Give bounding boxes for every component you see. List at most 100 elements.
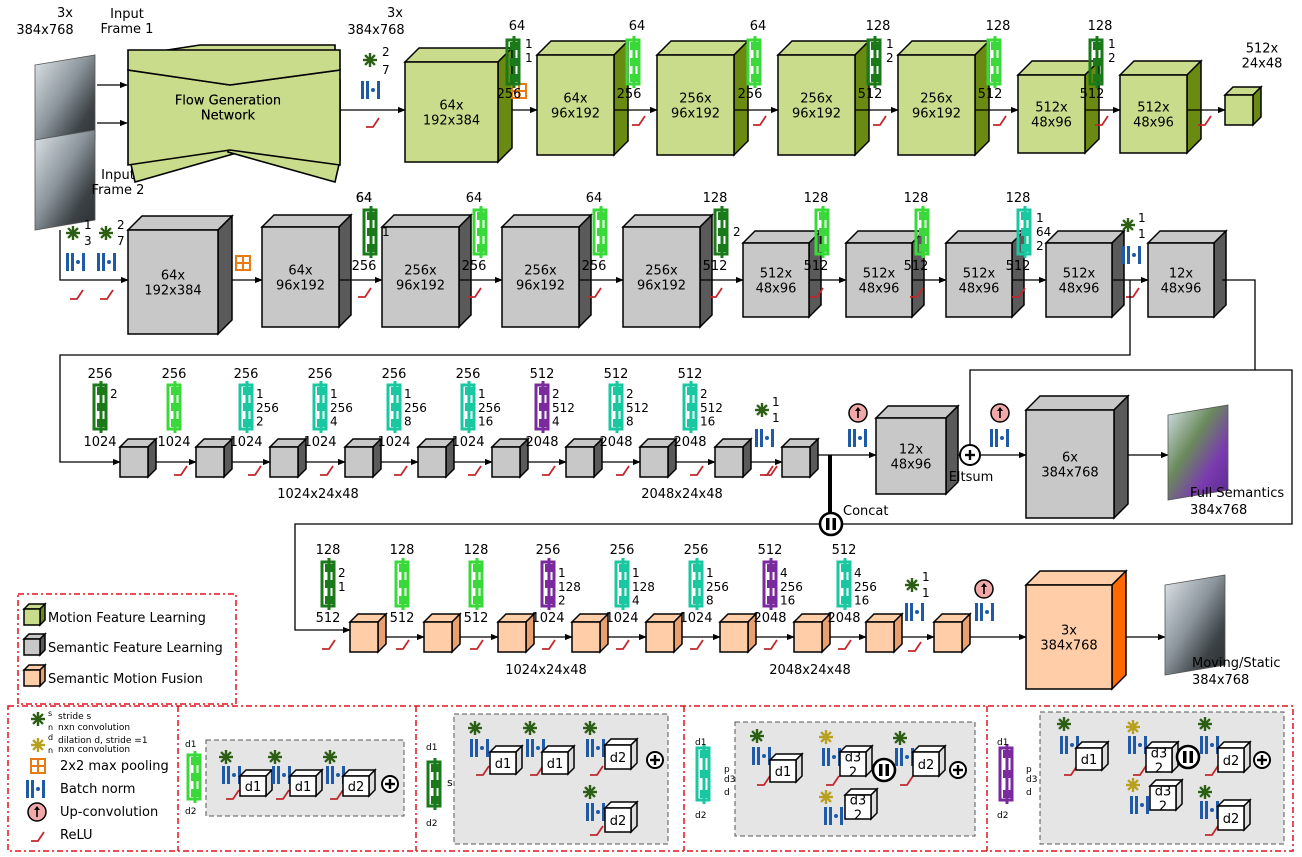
up-convolution-icon — [990, 403, 1010, 423]
relu-icon — [838, 639, 852, 650]
label: 512 — [832, 543, 857, 558]
label: stride s — [58, 712, 92, 722]
relu-icon — [476, 765, 490, 776]
sem-res-block-4 — [343, 437, 383, 479]
label: 128 — [986, 19, 1011, 34]
relu-icon — [1205, 825, 1219, 836]
label: s — [447, 776, 453, 789]
key-panel — [7, 705, 1294, 852]
fusion-block-6 — [718, 612, 758, 654]
residual-block-icon — [468, 558, 484, 610]
moving-static-output — [1164, 574, 1226, 676]
relu-icon — [690, 639, 704, 650]
batch-norm-icon — [752, 747, 771, 765]
block-label: d2 — [918, 758, 935, 773]
label: d2 — [997, 811, 1008, 821]
detail-block: d2 — [1216, 798, 1252, 832]
label: 64 — [750, 19, 767, 34]
residual-block-icon — [362, 206, 378, 258]
relu-icon — [1198, 115, 1212, 126]
block-label: d2 — [610, 814, 627, 829]
batch-norm-icon — [470, 739, 489, 757]
sem-res-block-8 — [638, 437, 678, 479]
label: d — [724, 788, 730, 798]
label: 128 — [804, 191, 829, 206]
relu-icon — [910, 287, 924, 298]
up-convolution-icon — [974, 579, 994, 599]
convolution-icon — [99, 226, 113, 240]
label: 1 — [772, 411, 780, 425]
residual-block-icon — [688, 558, 704, 610]
convolution-icon — [323, 750, 337, 764]
concat-icon — [871, 757, 897, 783]
label: 256 — [738, 87, 763, 102]
label: 128 — [1088, 19, 1113, 34]
label: ReLU — [60, 828, 93, 843]
up-convolution-icon — [848, 403, 868, 423]
label: 7 — [117, 234, 125, 248]
fusion-block-7 — [792, 612, 832, 654]
convolution-icon — [819, 790, 833, 804]
convolution-icon — [268, 750, 282, 764]
residual-block-icon — [1088, 36, 1104, 88]
max-pooling-icon — [30, 758, 46, 774]
label: n — [48, 746, 53, 755]
label: 1 — [382, 225, 390, 239]
concat-icon — [818, 511, 844, 537]
final-motion-block — [1223, 85, 1263, 127]
relu-icon — [590, 825, 604, 836]
residual-block-icon — [986, 36, 1002, 88]
residual-block-icon — [695, 744, 711, 804]
label: 1024 — [451, 435, 484, 450]
residual-block-icon — [505, 36, 521, 88]
label: 256 — [610, 543, 635, 558]
detail-block: d1 — [1074, 740, 1110, 772]
label: 128 — [703, 191, 728, 206]
label: 2 — [110, 387, 118, 401]
relu-icon — [588, 287, 602, 298]
relu-icon — [322, 639, 336, 650]
residual-block-icon — [320, 558, 336, 610]
block-label: d1 — [775, 765, 792, 780]
residual-block-icon — [386, 381, 402, 433]
label: 1024 — [83, 435, 116, 450]
label: 1024 — [229, 435, 262, 450]
convolution-icon — [1198, 717, 1212, 731]
label: 512 — [978, 87, 1003, 102]
convolution-icon — [468, 721, 482, 735]
label: 256 — [352, 259, 377, 274]
label: 512 — [464, 611, 489, 626]
label: 512 — [703, 259, 728, 274]
label: 1 — [922, 586, 930, 600]
label: 512 — [316, 611, 341, 626]
batch-norm-icon — [586, 739, 605, 757]
label: 64 — [509, 19, 526, 34]
label: d3 — [1026, 775, 1037, 785]
batch-norm-icon — [905, 603, 924, 621]
relu-icon — [810, 287, 824, 298]
residual-block-icon — [92, 381, 108, 433]
residual-block-icon — [460, 381, 476, 433]
label: 2048x24x48 — [769, 663, 851, 678]
label: 128 — [464, 543, 489, 558]
residual-block-icon — [540, 558, 556, 610]
relu-icon — [753, 115, 767, 126]
label: 1 — [922, 570, 930, 584]
